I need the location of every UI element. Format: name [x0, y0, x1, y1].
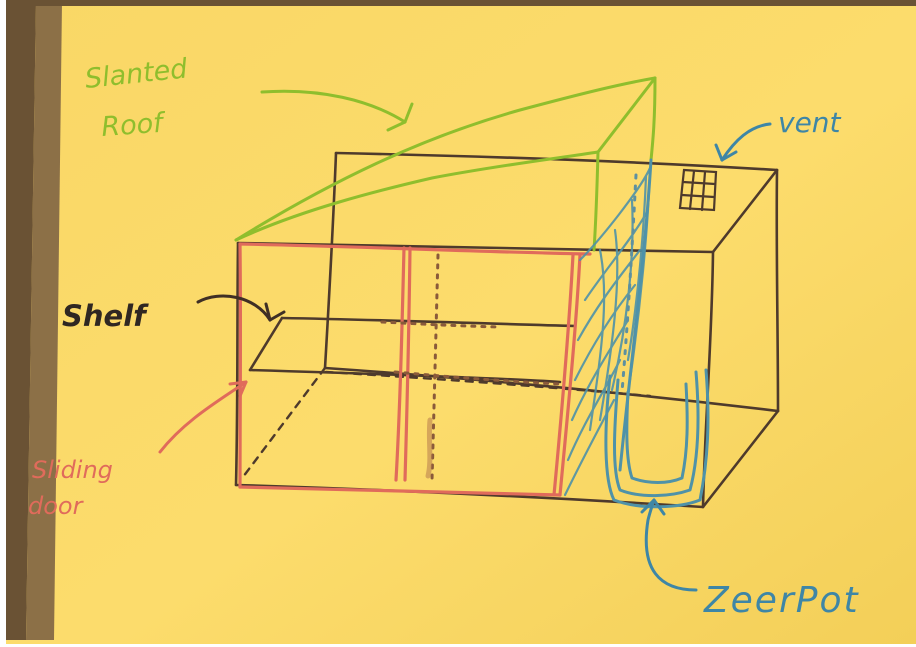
- vent-label: vent: [778, 106, 842, 139]
- door-smudge: [428, 420, 430, 476]
- door-label-line1: Sliding: [32, 456, 113, 484]
- door-label-line2: door: [28, 492, 85, 520]
- roof-label-line2: Roof: [100, 108, 167, 143]
- shelf-label: Shelf: [62, 299, 149, 333]
- top-edge: [6, 0, 916, 6]
- pot-label: ZeerPot: [703, 580, 860, 621]
